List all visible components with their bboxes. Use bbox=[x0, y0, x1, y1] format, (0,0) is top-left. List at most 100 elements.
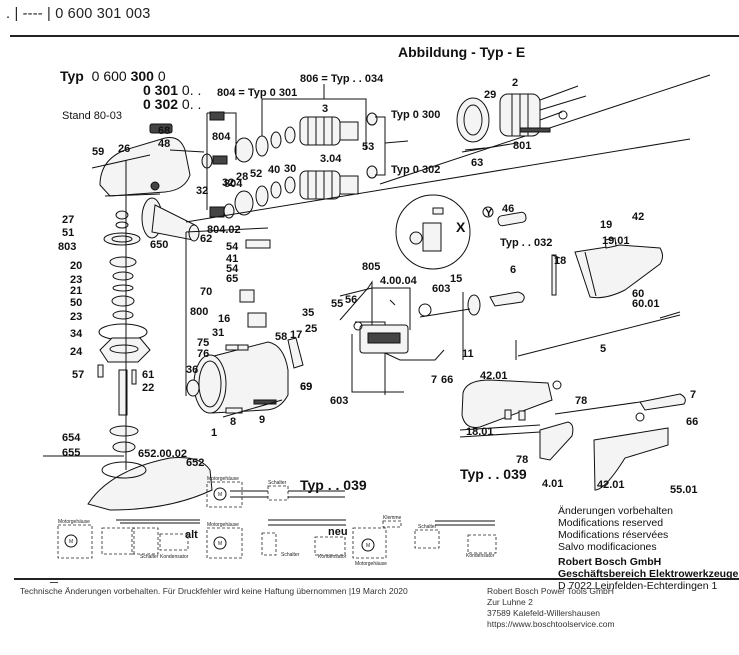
note-address: D 7022 Leinfelden-Echterdingen 1 bbox=[558, 580, 718, 592]
part-label: 52 bbox=[250, 168, 262, 180]
side-handle bbox=[141, 197, 200, 242]
wiring-label-schalter: Schalter bbox=[140, 554, 159, 560]
part-label: 58 bbox=[275, 331, 287, 343]
part-label: 54 bbox=[226, 263, 239, 275]
armature-lower bbox=[299, 165, 378, 200]
note-company: Robert Bosch GmbH bbox=[558, 556, 662, 568]
part-label: 2 bbox=[512, 77, 518, 89]
type-suffix: 0. . bbox=[178, 82, 202, 98]
type-bold: 300 bbox=[130, 68, 154, 84]
part-label: 11 bbox=[462, 348, 474, 360]
part-label: 20 bbox=[70, 260, 82, 272]
wheel-guard bbox=[87, 457, 213, 511]
part-label: 24 bbox=[70, 346, 83, 358]
part-label: 70 bbox=[200, 286, 212, 298]
motor-housing bbox=[185, 227, 304, 418]
rear-handle bbox=[551, 237, 663, 299]
part-label: 32 bbox=[196, 185, 208, 197]
part-label: 78 bbox=[575, 395, 587, 407]
part-label: 19.01 bbox=[602, 235, 630, 247]
motor-symbol: M bbox=[218, 541, 222, 547]
part-label: 55 bbox=[331, 298, 343, 310]
exploded-parts-diagram: 6848265932804804322953524030283.04801633… bbox=[43, 73, 711, 567]
part-label: 42.01 bbox=[480, 370, 508, 382]
modification-notes: Änderungen vorbehalten Modifications res… bbox=[558, 505, 738, 592]
wiring-label-schalter: Schalter bbox=[268, 480, 287, 486]
part-label: 54 bbox=[226, 241, 239, 253]
part-label: 23 bbox=[70, 274, 82, 286]
footer-url[interactable]: https://www.boschtoolservice.com bbox=[487, 619, 615, 629]
part-label: 46 bbox=[502, 203, 514, 215]
part-label: 60.01 bbox=[632, 298, 660, 310]
part-label: 68 bbox=[158, 125, 170, 137]
part-label: 59 bbox=[92, 146, 104, 158]
part-label: 51 bbox=[62, 227, 74, 239]
part-label: 76 bbox=[197, 348, 209, 360]
footer-divider bbox=[14, 578, 739, 580]
part-label: 8 bbox=[230, 416, 236, 428]
type-suffix: 0 bbox=[153, 68, 166, 84]
stand-date: Stand 80-03 bbox=[62, 110, 122, 122]
part-label: 6 bbox=[510, 264, 516, 276]
footer-tick bbox=[50, 582, 58, 583]
motor-symbol: M bbox=[366, 543, 370, 549]
part-label: 3.04 bbox=[320, 153, 342, 165]
part-label: 36 bbox=[186, 364, 198, 376]
callout-806-typ: 806 = Typ . . 034 bbox=[300, 73, 384, 85]
footer-company: Robert Bosch Power Tools GmbH bbox=[487, 586, 614, 596]
wiring-label-kondensator: Kondensator bbox=[318, 554, 347, 560]
part-label: 57 bbox=[72, 369, 84, 381]
part-label: 801 bbox=[513, 140, 531, 152]
part-label: 16 bbox=[218, 313, 230, 325]
part-label: 66 bbox=[441, 374, 453, 386]
type-prefix: 0 600 bbox=[91, 68, 131, 84]
part-label: 603 bbox=[432, 283, 450, 295]
type-suffix: 0. . bbox=[178, 96, 202, 112]
part-label: 63 bbox=[471, 157, 483, 169]
part-label: 650 bbox=[150, 239, 168, 251]
part-label: 78 bbox=[516, 454, 528, 466]
type-row-1: Typ 0 600 300 0 bbox=[60, 68, 166, 84]
wiring-diagram-039 bbox=[206, 481, 345, 508]
part-label: 1 bbox=[211, 427, 217, 439]
part-label: 7 bbox=[690, 389, 696, 401]
part-label: 41 bbox=[226, 253, 238, 265]
part-label: 61 bbox=[142, 369, 154, 381]
wiring-label-schalter: Schalter bbox=[418, 524, 437, 530]
callout-typ-032: Typ . . 032 bbox=[500, 237, 552, 249]
wiring-label-kondensator: Kondensator bbox=[466, 553, 495, 559]
wiring-diagram-klemme bbox=[352, 520, 497, 559]
part-label: 17 bbox=[290, 329, 302, 341]
part-label: 30 bbox=[284, 163, 296, 175]
part-label: 28 bbox=[236, 171, 248, 183]
part-label: 66 bbox=[686, 416, 698, 428]
part-label: 803 bbox=[58, 241, 76, 253]
note-line: Modifications reserved bbox=[558, 517, 664, 529]
part-label: 804.02 bbox=[207, 224, 241, 236]
motor-symbol: M bbox=[218, 492, 222, 498]
part-label: 23 bbox=[70, 311, 82, 323]
callout-804-typ: 804 = Typ 0 301 bbox=[217, 87, 297, 99]
note-line: Modifications réservées bbox=[558, 529, 669, 541]
type-bold: 0 301 bbox=[143, 82, 179, 98]
part-label: 62 bbox=[200, 233, 212, 245]
part-label: 4.00.04 bbox=[380, 275, 418, 287]
power-cord bbox=[515, 311, 681, 360]
switch-assembly bbox=[339, 280, 445, 395]
part-label: 35 bbox=[302, 307, 314, 319]
part-label: 42.01 bbox=[597, 479, 625, 491]
part-label: 22 bbox=[142, 382, 154, 394]
armature-upper bbox=[299, 112, 378, 146]
wiring-label-kondensator: Kondensator bbox=[160, 554, 189, 560]
part-label: 42 bbox=[632, 211, 644, 223]
part-label: 55.01 bbox=[670, 484, 698, 496]
wiring-label-motorgehause: Motorgehäuse bbox=[355, 561, 387, 567]
detail-y-label: Y bbox=[485, 207, 493, 219]
motor-symbol: M bbox=[69, 539, 73, 545]
header-divider bbox=[10, 35, 739, 37]
part-label: 25 bbox=[305, 323, 317, 335]
note-line: Salvo modificaciones bbox=[558, 541, 657, 553]
part-label: 800 bbox=[190, 306, 208, 318]
part-label: 69 bbox=[300, 381, 312, 393]
wiring-diagram-neu bbox=[206, 519, 346, 559]
